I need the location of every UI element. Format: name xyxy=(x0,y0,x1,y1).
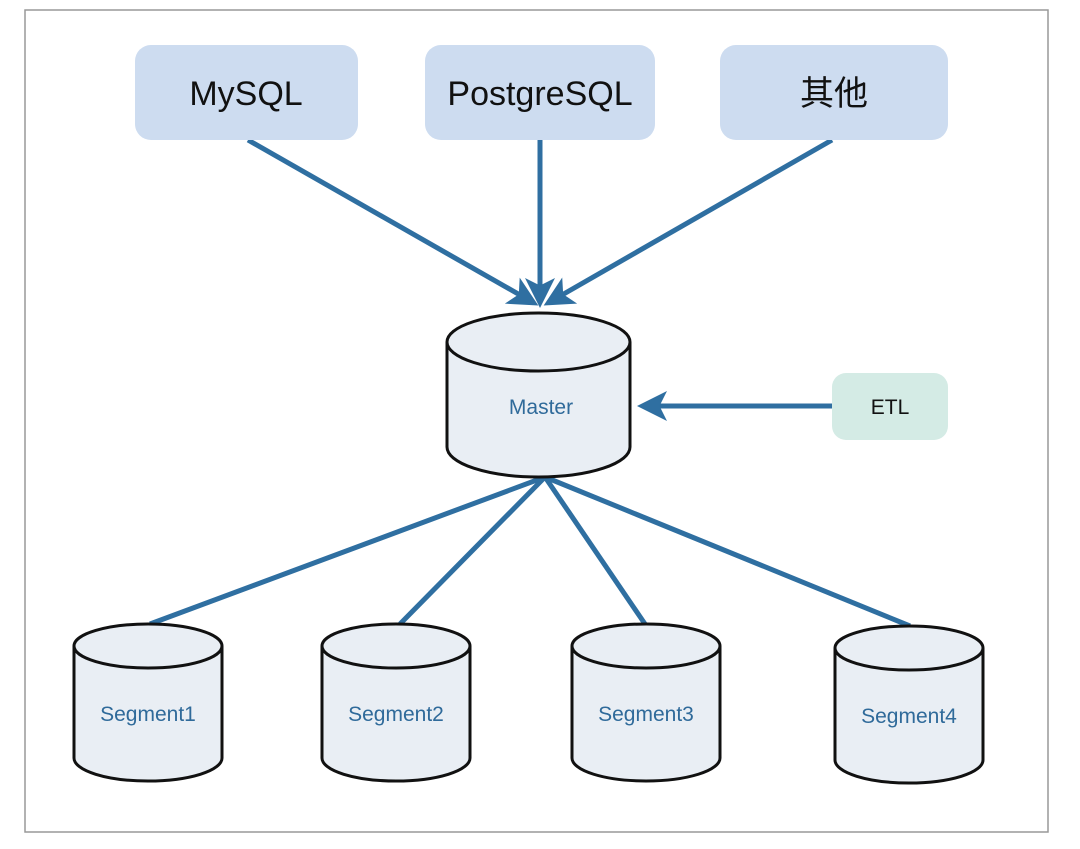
edge-other-master xyxy=(543,137,834,306)
segment-label: Segment2 xyxy=(348,703,444,726)
edge-master-segment4 xyxy=(544,474,911,629)
source-label: PostgreSQL xyxy=(447,75,632,113)
source-other: 其他 xyxy=(720,45,948,140)
segment-database-1: Segment1 xyxy=(72,622,224,783)
segment-database-4: Segment4 xyxy=(833,624,985,785)
etl-label: ETL xyxy=(871,396,910,419)
segment-label: Segment1 xyxy=(100,703,196,726)
source-postgresql: PostgreSQL xyxy=(425,45,655,140)
source-mysql: MySQL xyxy=(135,45,358,140)
master-database: Master xyxy=(445,311,632,479)
edge-master-segment2 xyxy=(398,475,547,626)
segment-database-2: Segment2 xyxy=(320,622,472,783)
source-label: MySQL xyxy=(189,75,302,113)
edge-master-segment1 xyxy=(149,474,546,627)
segment-label: Segment3 xyxy=(598,703,694,726)
etl-box: ETL xyxy=(832,373,948,440)
source-label: 其他 xyxy=(800,75,868,113)
segment-database-3: Segment3 xyxy=(570,622,722,783)
edge-master-segment3 xyxy=(542,475,648,626)
segment-label: Segment4 xyxy=(861,705,957,728)
edge-mysql-master xyxy=(246,137,539,306)
master-label: Master xyxy=(509,396,573,419)
